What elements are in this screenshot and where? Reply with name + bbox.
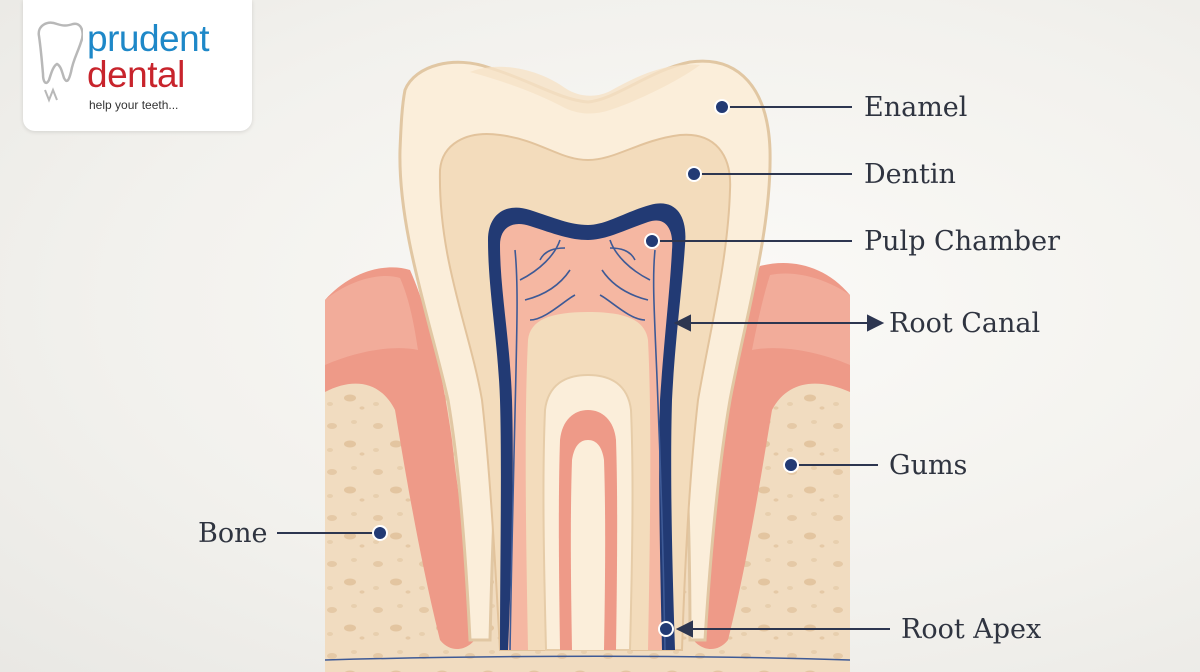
brand-logo[interactable]: prudent dental help your teeth...: [23, 0, 252, 131]
enamel-marker: [714, 99, 730, 115]
label-dentin: Dentin: [864, 159, 956, 190]
gums-marker: [783, 457, 799, 473]
pulp-chamber-marker: [644, 233, 660, 249]
label-enamel: Enamel: [864, 92, 968, 123]
label-root-canal: Root Canal: [889, 308, 1041, 339]
label-gums: Gums: [889, 450, 968, 481]
logo-tagline: help your teeth...: [89, 98, 179, 112]
root-furcation: [525, 312, 651, 651]
bone-marker: [372, 525, 388, 541]
nerve-branches: [509, 239, 666, 651]
label-bone: Bone: [198, 518, 268, 549]
tooth-outline-icon: [37, 21, 83, 103]
dentin-marker: [686, 166, 702, 182]
leader-lines: [277, 99, 890, 638]
label-root-apex: Root Apex: [901, 614, 1042, 645]
gum-region: [325, 262, 850, 650]
canal-base-line: [324, 655, 851, 661]
root-apex-marker: [658, 621, 674, 637]
logo-name-line2: dental: [87, 54, 185, 95]
logo-name-line1: prudent: [87, 18, 210, 59]
label-pulp-chamber: Pulp Chamber: [864, 226, 1060, 257]
